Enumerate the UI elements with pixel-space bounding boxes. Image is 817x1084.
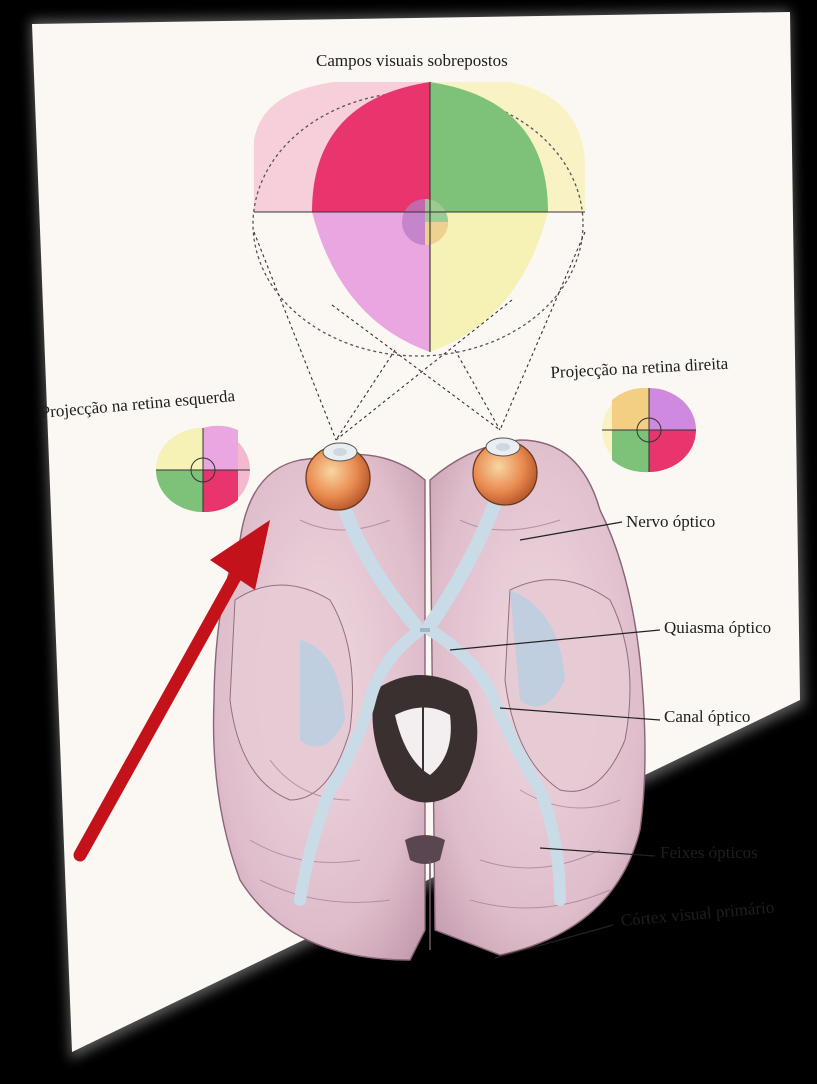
label-optic-nerve: Nervo óptico [626,513,715,530]
right-retina-projection [602,388,696,472]
label-optic-tracts: Feixes ópticos [660,844,758,861]
brainstem [405,835,445,864]
label-optic-chiasm: Quiasma óptico [664,619,771,636]
figure-title: Campos visuais sobrepostos [316,52,508,69]
label-optic-canal: Canal óptico [664,708,750,725]
